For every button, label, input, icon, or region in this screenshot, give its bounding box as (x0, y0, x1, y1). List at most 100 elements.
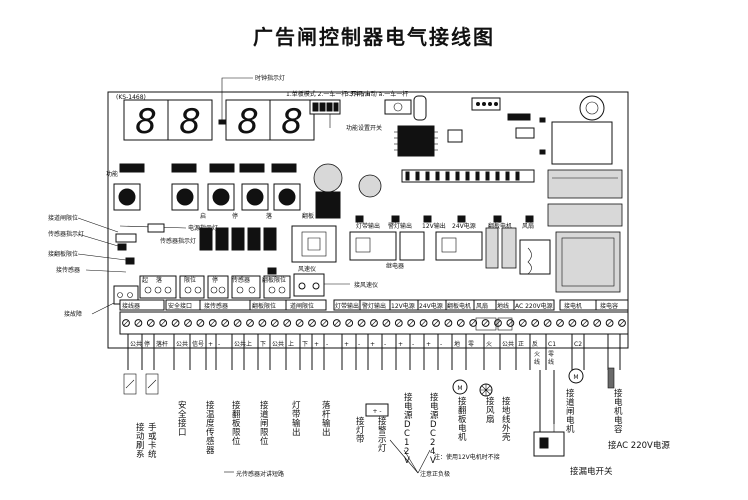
battery-icon (579, 95, 605, 121)
terminal-pin-label: + (426, 341, 431, 348)
wire-label-passage-limit: 接道闸限位 (260, 400, 269, 447)
terminal-pin-label: C1 (548, 341, 556, 348)
svg-text:M: M (457, 385, 462, 392)
fan-speed-callout: 接风速仪 (354, 281, 378, 289)
terminal-header: 警灯输出 (362, 302, 386, 310)
function-button[interactable] (118, 188, 136, 206)
terminal-pin-label: 火 (486, 341, 492, 348)
terminal-pin-label: 公共 (502, 340, 514, 348)
stop-button[interactable] (212, 188, 230, 206)
ac-power-label: 接AC 220V电源 (608, 440, 670, 451)
terminal-header: 24V电源 (419, 302, 443, 310)
footnote-12v: 注：使用12V电机时不接 (434, 453, 500, 461)
terminal-header: 道闸限位 (290, 302, 314, 310)
terminal-header: 12V电源 (391, 302, 415, 310)
clock-led-icon (218, 119, 226, 125)
terminal-pin-label: 反 (532, 340, 538, 348)
fuse-label: 风扇 (522, 222, 534, 230)
diode-array (401, 169, 535, 183)
terminal-pin-label: 下 (302, 341, 308, 348)
mid-terminal-label: 起 (142, 276, 148, 284)
close-button[interactable] (246, 188, 264, 206)
fuse-holder (519, 239, 551, 275)
gate-motor-icon (568, 368, 584, 384)
dip-switch[interactable] (309, 99, 341, 115)
passage-limit-label: 接道闸限位 (48, 214, 78, 222)
remote-label: 接手动或刷卡系统 (136, 422, 157, 460)
relay (349, 231, 397, 261)
button-label: 停 (232, 212, 238, 220)
remote-switch-icon (123, 373, 159, 395)
wire-label-alarm-lamp: 接警示灯 (378, 416, 387, 454)
button-label: 翻板 (302, 212, 314, 220)
wire-label-flip-limit: 接翻板限位 (232, 400, 241, 447)
footnote-short-circuit: 光传感器对讲短路 (236, 470, 284, 478)
terminal-pin-label: + (344, 341, 349, 348)
open-button[interactable] (176, 188, 194, 206)
display-digit: 8 (281, 102, 303, 142)
terminal-pin-label: C2 (574, 341, 582, 348)
sensor-label: 接传感器 (56, 266, 80, 274)
trim-pot (384, 99, 412, 115)
terminal-pin-label: - (412, 341, 414, 348)
relay-bank (199, 227, 277, 251)
wire-label-fan: 接风扇 (486, 396, 495, 425)
button-label: 落 (266, 212, 272, 220)
main-relay (555, 231, 621, 293)
terminal-header: 接传感器 (204, 302, 228, 310)
terminal-pin-label: 正 (518, 341, 524, 348)
mcu-chip (397, 125, 435, 157)
terminal-header: 翻板限位 (252, 302, 276, 310)
terminal-screws (122, 319, 626, 327)
push-buttons (113, 183, 301, 211)
wire-label-light-out: 灯带输出 (292, 400, 301, 438)
flip-button[interactable] (278, 188, 296, 206)
terminal-pin-label: - (358, 341, 360, 348)
flip-motor-icon (452, 379, 468, 395)
wire-label-alarm-out: 落杆输出 (322, 400, 331, 438)
svg-text:M: M (573, 374, 578, 381)
terminal-pin-label: + (370, 341, 375, 348)
power-relay (551, 121, 613, 165)
fuse-label: 翻板电机 (488, 222, 512, 230)
footnote-polarity: 注意正负极 (420, 470, 450, 478)
relay-label: 继电器 (386, 262, 404, 270)
terminal-pin-label: 落杆 (156, 340, 168, 348)
wire-label-safety: 安全接口 (178, 400, 187, 438)
dip-header-2: 3.开闸/自动 a.一车一杆 (345, 90, 408, 98)
relay (435, 231, 483, 261)
terminal-pin-label: - (384, 341, 386, 348)
fuse-label: 灯带输出 (356, 222, 380, 230)
terminal-header: 灯带输出 (335, 302, 359, 310)
wire-label-gate-motor: 接道闸电机 (566, 388, 575, 435)
wire-label-neutral: 零线 (548, 351, 554, 366)
terminal-header: 接电机 (564, 302, 582, 310)
light-strip-icon (365, 403, 389, 417)
mid-terminal-label: 限位 (184, 276, 196, 284)
fuse-indicator-row (355, 215, 534, 223)
dip-header: 1.单板模式 2.一车一杆 3.4 5.6 (286, 90, 370, 98)
fuse-label: 24V电源 (452, 222, 476, 230)
clock-led-label: 时钟指示灯 (255, 74, 285, 82)
crystal-icon (413, 95, 427, 121)
mid-terminal-label: 传感器 (232, 276, 250, 284)
terminal-pin-label: - (440, 341, 442, 348)
wire-label-temp-sensor: 接温度传感器 (206, 400, 215, 456)
terminal-pin-label: 下 (260, 341, 266, 348)
seven-segment-display: 8 8 8 8 (123, 99, 315, 142)
terminal-pin-label: 地 (454, 340, 460, 348)
flip-limit-label: 接翻板限位 (48, 250, 78, 258)
display-digit: 8 (237, 102, 259, 142)
wire-label-ground: 接地线外壳 (502, 396, 511, 443)
mid-terminal-label: 翻板限位 (262, 276, 286, 284)
mid-terminal-label: 停 (212, 276, 218, 284)
terminal-pin-label: 零 (468, 341, 474, 348)
heatsink (547, 169, 623, 199)
terminal-header: 接线器 (122, 302, 140, 310)
wire-label-capacitor: 接电机电容 (614, 388, 623, 435)
terminal-pin-label: 上 (246, 340, 252, 348)
wire-label-light-strip: 接灯带 (356, 416, 365, 445)
